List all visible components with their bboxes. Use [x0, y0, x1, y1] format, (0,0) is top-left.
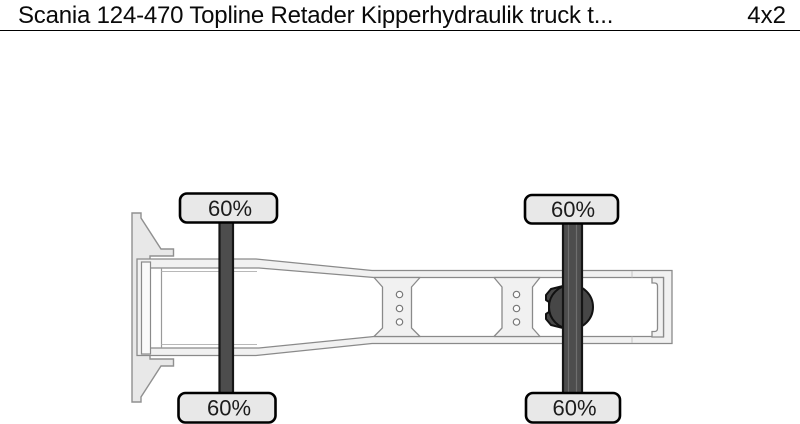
tread-label-rear-bottom: 60%: [552, 396, 596, 421]
rivet: [512, 318, 521, 326]
tread-label-rear-top: 60%: [551, 197, 595, 222]
front-crossmember: [140, 261, 152, 355]
rear-end-bracket: [651, 276, 665, 338]
rear-axle: [561, 206, 584, 418]
tire-rear-bottom: [524, 391, 622, 424]
tire-front-top: [178, 192, 279, 224]
tire-rear-top: [523, 193, 620, 225]
page-title: Scania 124-470 Topline Retader Kipperhyd…: [18, 2, 614, 29]
tire-front-bottom: [177, 391, 277, 424]
rivet: [512, 290, 521, 299]
tread-label-front-top: 60%: [208, 196, 252, 221]
axle-configuration: 4x2: [747, 2, 786, 29]
rivet: [512, 304, 521, 313]
rivet: [395, 290, 404, 299]
rivet: [395, 304, 404, 313]
tread-label-front-bottom: 60%: [207, 396, 251, 421]
header-bar: Scania 124-470 Topline Retader Kipperhyd…: [0, 0, 800, 31]
rivet: [395, 318, 404, 326]
front-axle: [218, 206, 235, 418]
